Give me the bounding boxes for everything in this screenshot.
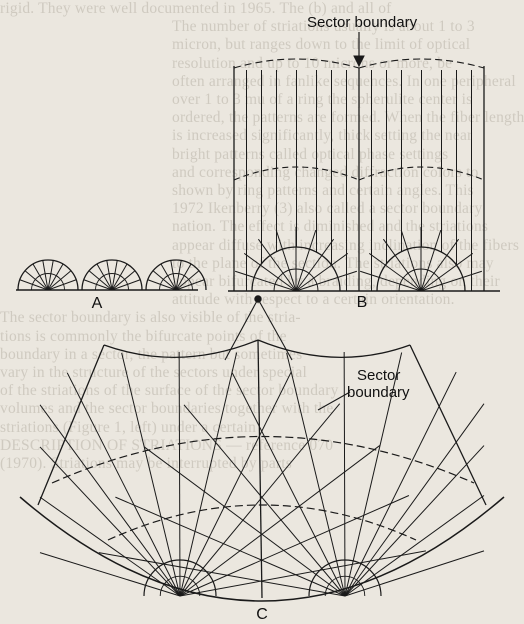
panel-a-semicircle-fans xyxy=(16,259,207,291)
panel-c-sector-edge xyxy=(409,344,487,506)
panel-a-ray xyxy=(106,260,113,291)
panel-b-ray xyxy=(295,270,358,292)
panel-c-fan-ray xyxy=(344,445,485,597)
panel-a-ray xyxy=(170,260,177,291)
panel-c-fan-ray xyxy=(39,404,181,597)
panel-a-ray xyxy=(24,270,49,291)
panel-b-ray xyxy=(257,238,297,292)
panel-c-roof-arc xyxy=(103,339,259,359)
panel-c-fan-ray xyxy=(344,403,485,597)
panel-b-ray xyxy=(420,252,474,292)
boundary-pointer-line xyxy=(317,391,351,411)
panel-b-ray xyxy=(368,252,422,292)
panel-c-dashed-arc xyxy=(51,435,475,484)
panel-a-ray xyxy=(111,270,136,291)
panel-c-fan-ray xyxy=(344,371,457,597)
panel-b-ray xyxy=(359,270,422,292)
panel-b-sector-columns xyxy=(228,32,500,292)
panel-b-ray xyxy=(382,238,422,292)
top-sector-boundary-label: Sector boundary xyxy=(307,14,418,31)
panel-b-top-arc xyxy=(358,58,485,69)
panel-c-fan-ray xyxy=(344,550,485,597)
panel-b-ray xyxy=(420,229,442,292)
panel-c-fan-ray xyxy=(178,351,181,597)
panel-a-ray xyxy=(47,270,72,291)
panel-c-label: C xyxy=(256,606,268,623)
panel-c-fan-ray xyxy=(343,351,346,597)
panel-c-fan-ray xyxy=(179,352,238,597)
panel-a-ray xyxy=(175,260,182,291)
panel-c-fan-ray xyxy=(179,550,426,597)
panel-c-fan-ray xyxy=(286,352,346,597)
panel-c-outer-arc xyxy=(19,496,505,602)
panel-b-label: B xyxy=(357,294,368,311)
panel-c-fan-ray xyxy=(344,352,403,597)
panel-a-inner-arc xyxy=(159,273,193,291)
panel-a-ray xyxy=(111,263,128,291)
panel-a-ray xyxy=(152,270,177,291)
panel-c-fan-ray xyxy=(179,445,380,597)
panel-b-ray xyxy=(400,229,422,292)
panel-a-ray xyxy=(175,270,200,291)
panel-c-fan-ray xyxy=(179,371,292,597)
panel-c-fan-ray xyxy=(39,552,181,597)
panel-c-fan-ray xyxy=(179,403,341,597)
panel-a-ray xyxy=(19,279,49,291)
panel-c-fan-ray xyxy=(115,496,346,597)
panel-a-semicircle xyxy=(145,259,207,291)
panel-a-ray xyxy=(96,263,113,291)
panel-c-fan-ray xyxy=(121,352,181,597)
panel-b-ray xyxy=(420,238,460,292)
panel-a-ray xyxy=(88,270,113,291)
panel-b-ray xyxy=(243,252,297,292)
panel-c-fan-ray xyxy=(39,496,181,597)
panel-c-dashed-arc xyxy=(107,504,417,541)
boundary-arrow-head xyxy=(353,55,365,68)
panel-b-ray xyxy=(420,270,483,292)
panel-a-ray xyxy=(147,279,177,291)
panel-c-curved-sector-fan xyxy=(19,295,505,602)
middle-boundary-label: boundary xyxy=(347,384,410,401)
panel-b-ray xyxy=(275,229,297,292)
panel-b-ray xyxy=(295,238,335,292)
panel-a-ray xyxy=(175,279,205,291)
panel-c-fan-ray xyxy=(344,495,485,597)
panel-b-ray xyxy=(234,270,297,292)
panel-a-semicircle xyxy=(81,259,143,291)
panel-b-ray xyxy=(295,252,349,292)
panel-a-ray xyxy=(47,260,54,291)
panel-c-sector-edge xyxy=(37,344,105,506)
panel-c-roof-arc xyxy=(257,339,411,359)
panel-a-ray xyxy=(160,263,177,291)
panel-c-fan-ray xyxy=(231,372,346,597)
panel-a-ray xyxy=(83,279,113,291)
panel-a-inner-arc xyxy=(95,273,129,291)
panel-c-apex-line xyxy=(257,298,293,361)
panel-c-fan-ray xyxy=(98,552,346,597)
panel-c-fan-ray xyxy=(39,446,181,597)
panel-a-ray xyxy=(47,263,64,291)
panel-a-ray xyxy=(32,263,49,291)
middle-sector-label: Sector xyxy=(357,367,400,384)
panel-c-apex-line xyxy=(224,298,259,361)
panel-b-ray xyxy=(295,229,317,292)
panel-c-fan-ray xyxy=(66,372,181,597)
panel-a-ray xyxy=(42,260,49,291)
panel-a-semicircle xyxy=(17,259,79,291)
panel-a-inner-arc xyxy=(31,273,65,291)
panel-c-fan-ray xyxy=(183,404,346,597)
panel-b-top-arc xyxy=(233,58,360,69)
panel-a-ray xyxy=(111,260,118,291)
panel-a-ray xyxy=(111,279,141,291)
panel-a-label: A xyxy=(92,295,103,312)
panel-c-sector-boundary xyxy=(257,339,263,599)
panel-a-ray xyxy=(47,279,77,291)
panel-c-fan-ray xyxy=(143,446,346,597)
panel-a-ray xyxy=(175,263,192,291)
panel-c-fan-ray xyxy=(179,495,410,597)
